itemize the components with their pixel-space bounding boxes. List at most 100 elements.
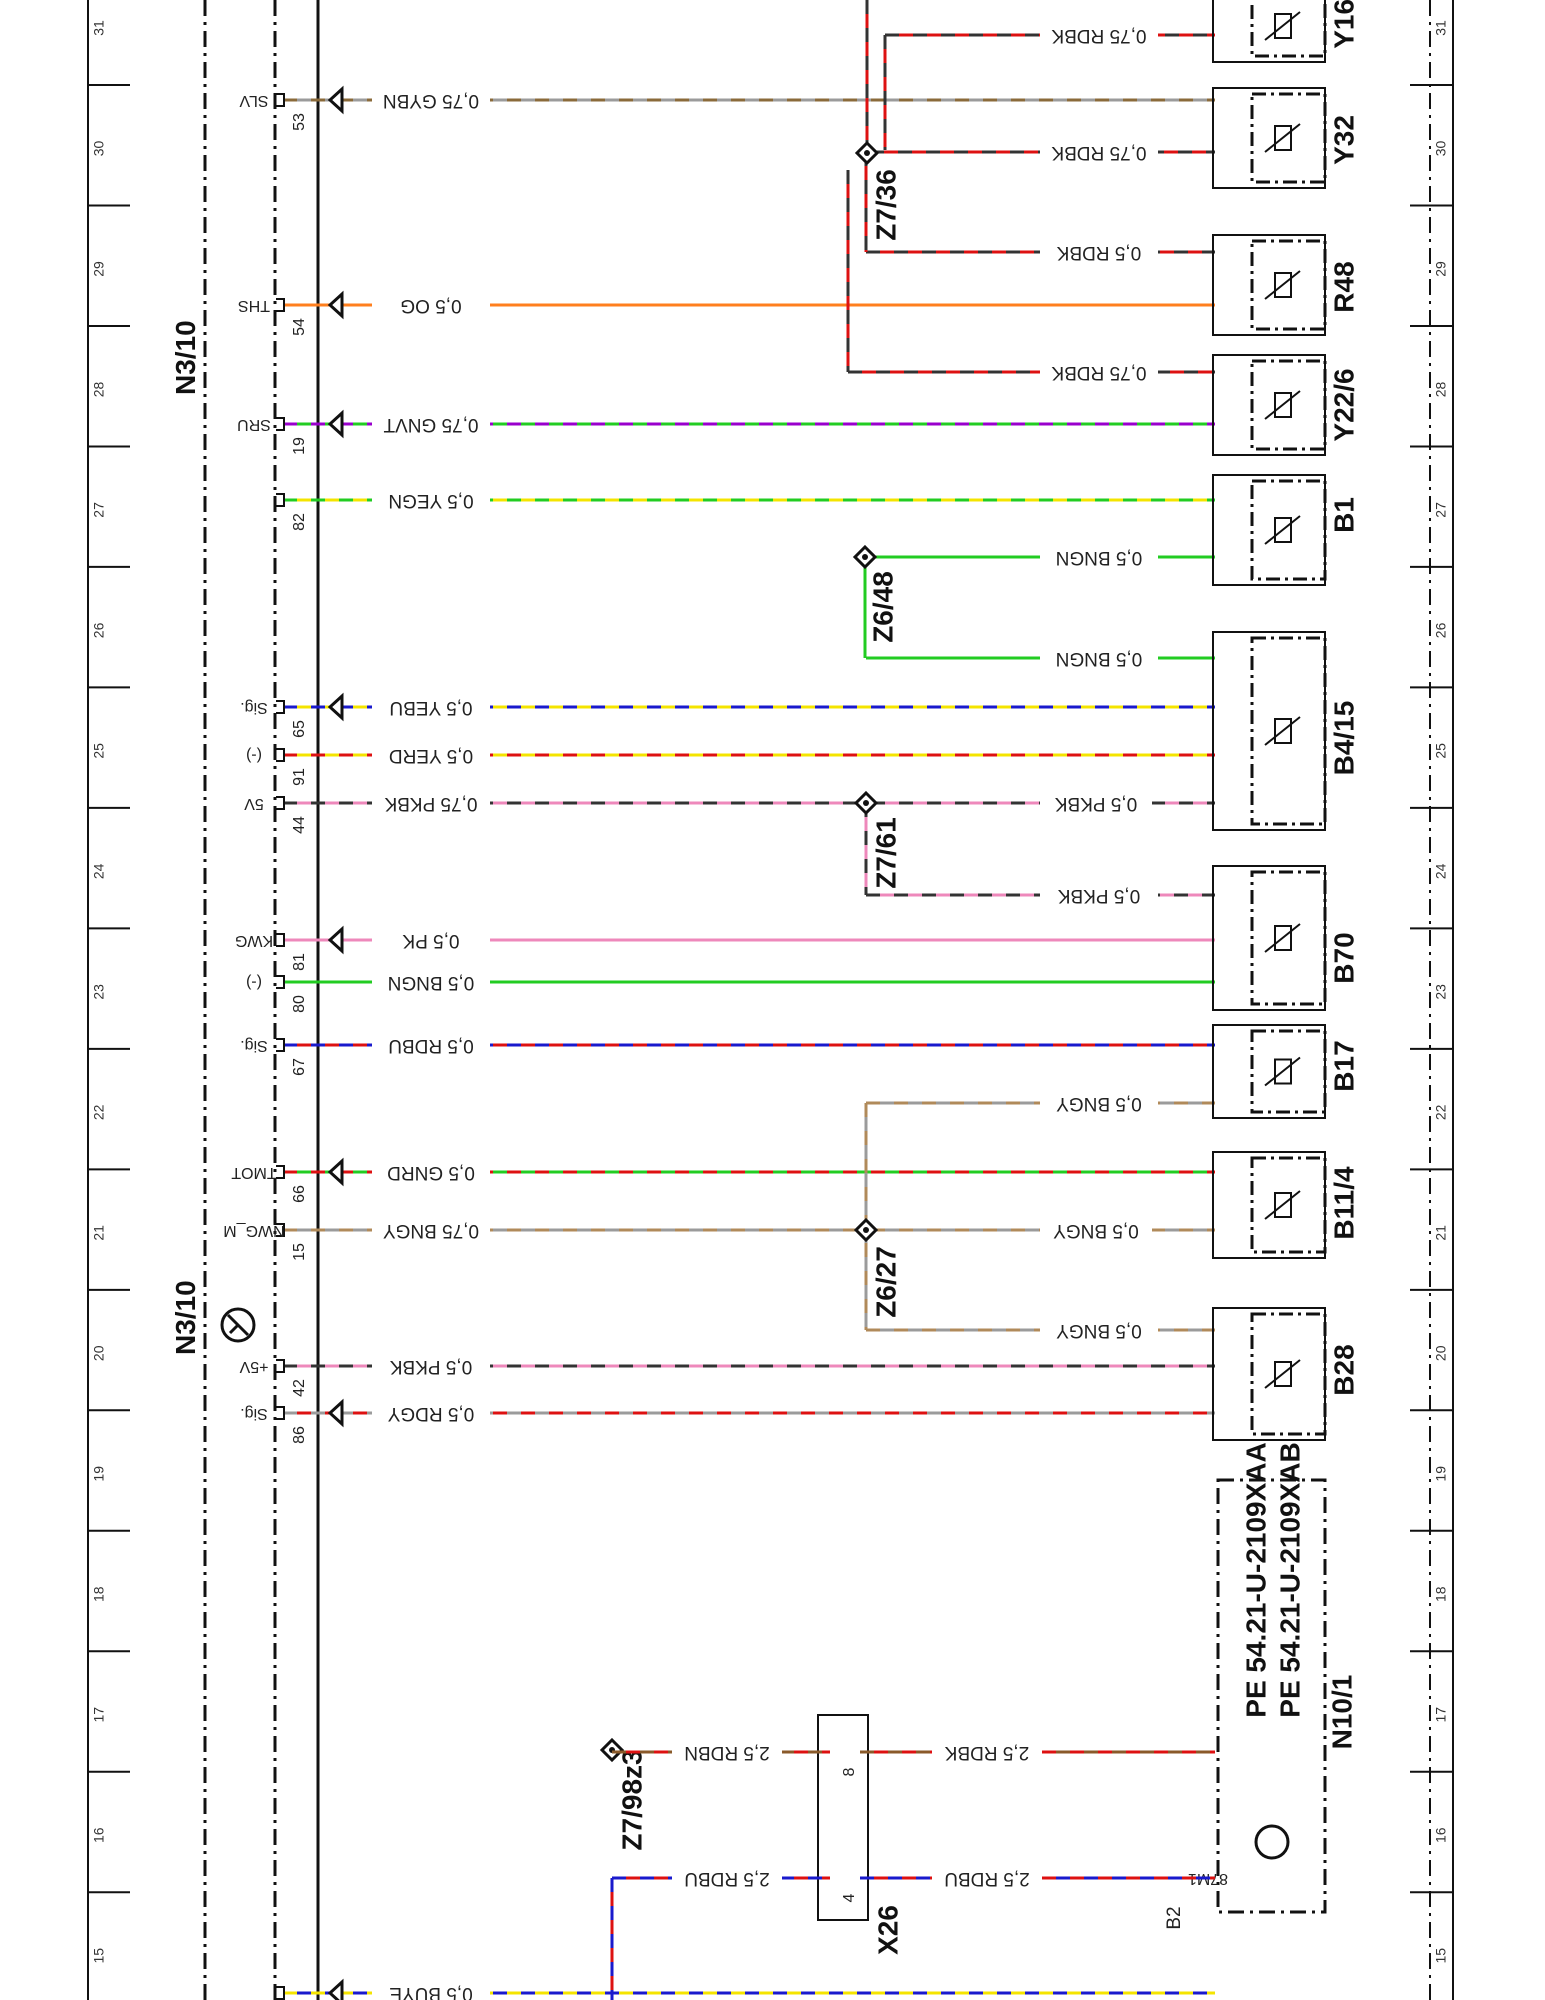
splice-label: Z6/27 — [870, 1246, 901, 1318]
connector-stub — [276, 700, 285, 714]
component-label: B11/4 — [1328, 1166, 1359, 1240]
signal-name: TMOT — [231, 1164, 277, 1181]
pin-number: 81 — [291, 953, 308, 971]
grid-number-left: 15 — [91, 1948, 107, 1964]
grid-number-left: 24 — [91, 863, 107, 879]
pin-number: 53 — [291, 113, 308, 131]
grid-number-right: 19 — [1433, 1466, 1449, 1482]
x26-label: X26 — [872, 1905, 903, 1955]
connector-stub — [276, 93, 285, 107]
grid-number-left: 16 — [91, 1827, 107, 1843]
component-symbol-icon — [1274, 1361, 1292, 1387]
signal-name: NWG_M — [223, 1222, 284, 1239]
b2-label: B2 — [1164, 1906, 1185, 1929]
grid-number-right: 30 — [1433, 140, 1449, 156]
wire-label: 0,5 YEGN — [388, 490, 473, 511]
connector-stub — [276, 975, 285, 989]
grid-number-right: 24 — [1433, 863, 1449, 879]
connector-stub — [276, 1165, 285, 1179]
signal-arrow-icon — [327, 692, 344, 722]
signal-arrow-icon — [327, 925, 344, 955]
wire-label: 0,5 BUYE — [389, 1983, 472, 2000]
wire-label: 0,75 GYBN — [383, 90, 479, 111]
signal-name: Sig. — [240, 699, 268, 716]
branch-wire: 0,75 RDBK — [870, 140, 1215, 164]
component-symbol-icon — [1274, 1192, 1292, 1218]
component-label: Y16/ — [1328, 0, 1359, 49]
x26-pin: 4 — [841, 1893, 858, 1902]
wire-label: 0,5 YERD — [389, 745, 473, 766]
component-label: B1 — [1328, 497, 1359, 533]
signal-name: Sig. — [240, 1037, 268, 1054]
branch-label: 0,5 RDBK — [1056, 242, 1141, 263]
grid-number-right: 18 — [1433, 1586, 1449, 1602]
ground-symbol-icon — [1254, 1824, 1290, 1860]
grid-number-right: 28 — [1433, 381, 1449, 397]
splice-node: Z6/27 — [853, 1217, 901, 1318]
splice-node: Z7/98z3 — [599, 1737, 647, 1851]
wire-label: 0,75 GNVT — [383, 414, 478, 435]
component-label: B17 — [1328, 1040, 1359, 1091]
grid-number-left: 25 — [91, 743, 107, 759]
branch-label: 0,75 RDBK — [1051, 25, 1146, 46]
module-label-bottom: N3/10 — [170, 1280, 201, 1355]
pin-number: 91 — [291, 768, 308, 786]
connector-stub — [276, 796, 285, 810]
grid-number-right: 15 — [1433, 1948, 1449, 1964]
wire-row: 53 SLV 0,75 GYBN — [239, 85, 1215, 131]
signal-arrow-icon — [327, 1398, 344, 1428]
signal-name: SLV — [239, 92, 268, 109]
component-box: B11/4 — [1212, 1151, 1359, 1259]
grid-number-left: 22 — [91, 1104, 107, 1120]
component-box: B4/15 — [1212, 631, 1359, 831]
pin-number: 44 — [291, 816, 308, 834]
diagram-frame — [87, 0, 1454, 2000]
splice-node: Z7/61 — [853, 790, 901, 889]
splice-label: Z7/36 — [870, 169, 901, 241]
pin-number: 54 — [291, 318, 308, 336]
connector-stub — [276, 1223, 285, 1237]
branch-label: 0,5 BNGY — [1056, 1093, 1142, 1114]
connector-stub — [276, 1038, 285, 1052]
component-box: B1 — [1212, 474, 1359, 586]
x26-right-label: 2,5 RDBK — [944, 1742, 1029, 1763]
component-box: Y16/ — [1212, 0, 1359, 63]
grid-number-left: 27 — [91, 502, 107, 518]
wire-row: 0,5 BUYE — [276, 1978, 1215, 2000]
wire-label: 0,5 PK — [402, 930, 459, 951]
branch-label: 0,5 BNGN — [1056, 547, 1143, 568]
grid-number-left: 19 — [91, 1466, 107, 1482]
component-symbol-icon — [1274, 517, 1292, 543]
component-box: Y22/6 — [1212, 354, 1359, 456]
component-box: B70 — [1212, 865, 1359, 1011]
branch-wire: 0,5 BNGY — [866, 1318, 1215, 1342]
component-label: Y32 — [1328, 115, 1359, 165]
signal-name: SRU — [237, 416, 271, 433]
n10-code-1: PE 54.21-U-2109XAA — [1240, 1442, 1271, 1717]
ground-symbol-icon — [220, 1307, 256, 1343]
component-symbol-icon — [1274, 125, 1292, 151]
wire-label: 0,5 RDBU — [388, 1035, 474, 1056]
wire-label: 0,75 PKBK — [384, 793, 477, 814]
wire-row: 80(-)0,5 BNGN — [246, 970, 1215, 1013]
grid-number-left: 31 — [91, 20, 107, 36]
grid-number-left: 30 — [91, 140, 107, 156]
signal-name: (-) — [246, 747, 262, 764]
connector-stub — [276, 748, 285, 762]
control-module-n3-10: N3/10 N3/10 — [170, 0, 320, 2000]
grid-number-left: 28 — [91, 381, 107, 397]
component-symbol-icon — [1274, 1058, 1292, 1085]
splice-label: Z7/61 — [870, 817, 901, 889]
component-symbol-icon — [1274, 392, 1292, 418]
